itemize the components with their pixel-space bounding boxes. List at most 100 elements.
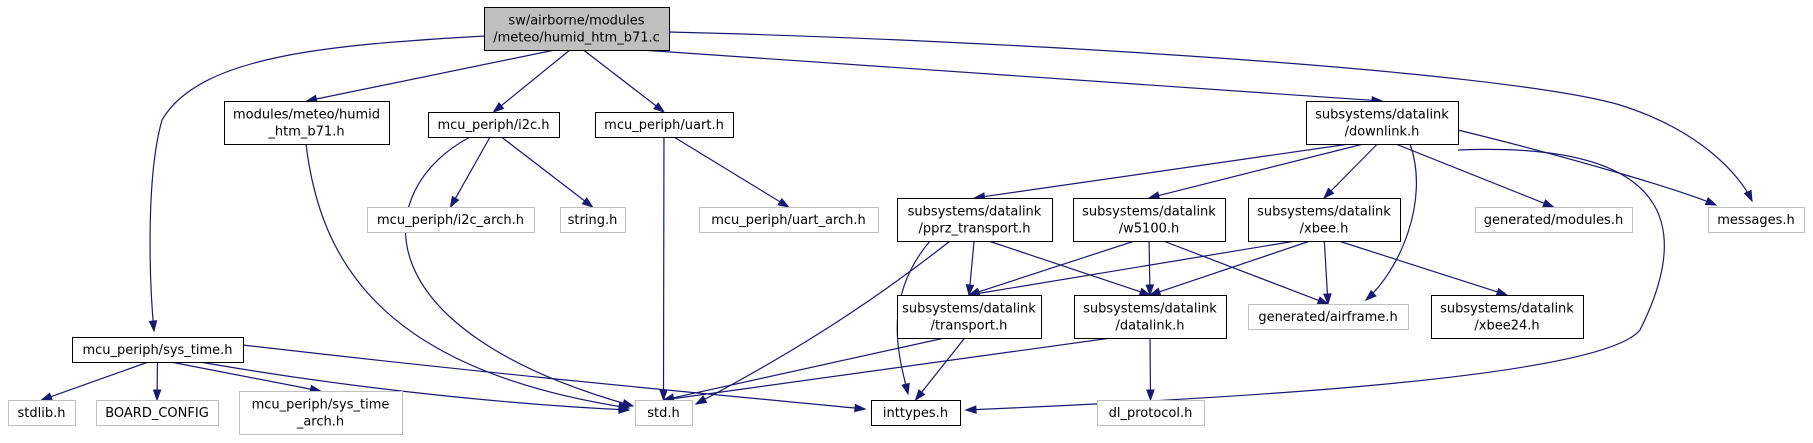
node-label-line: subsystems/datalink [1083, 302, 1217, 317]
node-stdlib: stdlib.h [8, 400, 76, 426]
node-xbee[interactable]: subsystems/datalink/xbee.h [1248, 198, 1401, 242]
edge-i2c-to-std-arrowhead [621, 399, 635, 408]
node-label-line: /xbee24.h [1474, 319, 1539, 334]
edge-downlink-to-w5100 [1158, 143, 1364, 197]
edge-pprz-to-std [695, 240, 951, 405]
node-label-line: _htm_b71.h [267, 125, 344, 140]
node-label-line: /w5100.h [1119, 222, 1179, 237]
edge-sys_time-to-stdlib-arrowhead [40, 392, 53, 401]
node-uart[interactable]: mcu_periph/uart.h [595, 112, 734, 138]
node-label-line: subsystems/datalink [1082, 205, 1216, 220]
node-box [72, 337, 244, 363]
edge-transport-to-inttypes-arrowhead [914, 389, 926, 402]
node-dl-protocol: dl_protocol.h [1097, 400, 1205, 426]
node-label-line: inttypes.h [883, 406, 948, 421]
edge-w5100-to-transport [978, 240, 1135, 293]
node-label-line: subsystems/datalink [1440, 302, 1574, 317]
node-label-line: /downlink.h [1345, 125, 1420, 140]
node-box [1073, 198, 1226, 242]
node-airframe: generated/airframe.h [1248, 304, 1409, 330]
node-xbee24[interactable]: subsystems/datalink/xbee24.h [1431, 295, 1584, 339]
edge-root-to-uart-arrowhead [653, 102, 666, 113]
node-box [96, 400, 219, 426]
node-inttypes[interactable]: inttypes.h [871, 400, 961, 426]
node-box [239, 391, 403, 435]
node-box [1431, 295, 1584, 339]
node-label-line: mcu_periph/uart_arch.h [711, 213, 866, 228]
node-transport[interactable]: subsystems/datalink/transport.h [897, 295, 1042, 339]
edge-root-to-i2c [500, 49, 571, 107]
node-label-line: subsystems/datalink [1315, 108, 1449, 123]
edge-root-to-uart [583, 49, 657, 107]
edge-root-to-sys_time-arrowhead [148, 320, 158, 333]
node-box [484, 7, 670, 51]
edge-i2c-to-std [405, 136, 634, 407]
node-sys-time[interactable]: mcu_periph/sys_time.h [72, 337, 244, 363]
edge-w5100-to-airframe-arrowhead [1316, 296, 1330, 305]
node-box [699, 207, 879, 233]
node-label-line: /meteo/humid_htm_b71.c [493, 31, 660, 46]
edge-downlink-to-inttypes [965, 148, 1665, 411]
node-label-line: /datalink.h [1115, 319, 1184, 334]
node-box [1306, 101, 1459, 145]
edge-w5100-to-datalink-arrowhead [1145, 284, 1155, 297]
node-box [897, 295, 1042, 339]
node-label-line: generated/airframe.h [1258, 310, 1397, 325]
node-label-line: std.h [647, 406, 680, 421]
node-label-line: /pprz_transport.h [919, 222, 1031, 237]
nodes-layer: sw/airborne/modules/meteo/humid_htm_b71.… [8, 7, 1805, 435]
node-box [635, 400, 693, 426]
edge-datalink-to-dl_protocol-arrowhead [1146, 389, 1155, 402]
node-label-line: mcu_periph/sys_time.h [82, 343, 232, 358]
node-pprz[interactable]: subsystems/datalink/pprz_transport.h [897, 198, 1053, 242]
edge-root-to-messages-arrowhead [1743, 189, 1753, 203]
node-label-line: BOARD_CONFIG [105, 406, 209, 421]
node-humid-h[interactable]: modules/meteo/humid _htm_b71.h [224, 101, 390, 145]
node-label-line: subsystems/datalink [908, 205, 1042, 220]
node-label-line: mcu_periph/i2c.h [437, 118, 549, 133]
node-label-line: mcu_periph/sys_time [252, 398, 390, 413]
node-box [1248, 304, 1409, 330]
node-box [560, 207, 626, 233]
edge-downlink-to-gen_modules [1395, 143, 1545, 204]
edge-pprz-to-transport [969, 240, 975, 286]
edge-root-to-downlink [640, 49, 1373, 101]
node-datalink[interactable]: subsystems/datalink/datalink.h [1074, 295, 1227, 339]
edge-downlink-to-airframe [1365, 143, 1418, 301]
node-label-line: mcu_periph/uart.h [604, 118, 724, 133]
node-root: sw/airborne/modules/meteo/humid_htm_b71.… [484, 7, 670, 51]
edge-transport-to-std [673, 337, 945, 399]
edge-uart-to-uart_arch [673, 136, 781, 203]
edge-xbee-to-datalink [1159, 240, 1311, 293]
node-box [1097, 400, 1205, 426]
edge-root-to-sys_time [149, 35, 485, 332]
edge-downlink-to-pprz [984, 143, 1350, 198]
edge-w5100-to-datalink [1148, 240, 1151, 286]
node-board-config: BOARD_CONFIG [96, 400, 219, 426]
edge-pprz-to-inttypes-arrowhead [901, 382, 910, 396]
edge-root-to-humid_h [316, 49, 556, 100]
node-label-line: /xbee.h [1300, 222, 1349, 237]
node-uart-arch: mcu_periph/uart_arch.h [699, 207, 879, 233]
edge-i2c-to-i2c_arch-arrowhead [449, 195, 460, 209]
edge-sys_time-to-std-arrowhead [618, 405, 631, 414]
edge-root-to-i2c-arrowhead [492, 102, 505, 113]
node-label-line: dl_protocol.h [1109, 406, 1193, 421]
edge-transport-to-inttypes [921, 337, 966, 393]
edge-downlink-to-xbee [1330, 143, 1378, 192]
node-label-line: mcu_periph/i2c_arch.h [377, 213, 524, 228]
edge-sys_time-to-sys_time_arch [170, 361, 311, 390]
edge-i2c-to-string-arrowhead [581, 197, 594, 208]
node-label-line: modules/meteo/humid [233, 108, 380, 123]
edge-w5100-to-airframe [1163, 240, 1319, 301]
edge-downlink-to-xbee-arrowhead [1322, 187, 1335, 200]
edge-xbee-to-xbee24 [1338, 240, 1498, 293]
node-w5100[interactable]: subsystems/datalink/w5100.h [1073, 198, 1226, 242]
edge-root-to-messages [668, 31, 1753, 202]
node-box [224, 101, 390, 145]
node-i2c[interactable]: mcu_periph/i2c.h [428, 112, 560, 138]
edge-pprz-to-transport-arrowhead [965, 284, 975, 297]
node-downlink[interactable]: subsystems/datalink/downlink.h [1306, 101, 1459, 145]
edge-sys_time-to-stdlib [50, 361, 149, 398]
